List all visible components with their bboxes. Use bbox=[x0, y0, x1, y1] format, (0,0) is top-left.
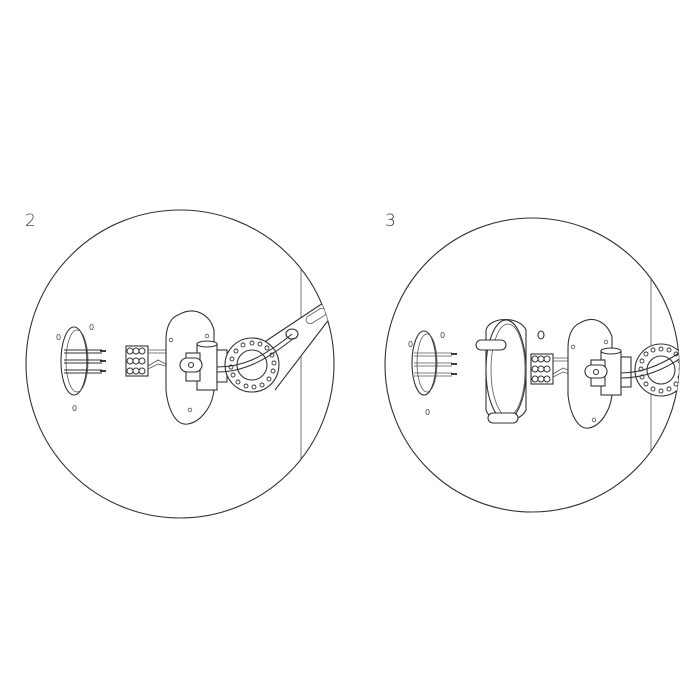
ring-flange bbox=[216, 303, 333, 393]
step-3-illustration: 0 0 0 bbox=[384, 217, 680, 513]
svg-text:0: 0 bbox=[425, 408, 430, 417]
wires bbox=[414, 352, 457, 377]
terminal-block bbox=[530, 353, 571, 385]
svg-text:0: 0 bbox=[72, 404, 77, 413]
svg-text:0: 0 bbox=[408, 340, 413, 349]
cable-clamp bbox=[179, 340, 228, 391]
step-2-detail-circle bbox=[25, 209, 335, 519]
step-number-3: 3 bbox=[385, 211, 396, 231]
svg-text:0: 0 bbox=[440, 331, 445, 340]
svg-text:0: 0 bbox=[89, 323, 94, 332]
junction-box bbox=[475, 318, 545, 424]
svg-text:0: 0 bbox=[56, 333, 61, 342]
wall-hole: 0 0 0 bbox=[408, 330, 445, 417]
step-2-illustration: 0 0 0 bbox=[25, 209, 335, 519]
cable-clamp bbox=[584, 347, 632, 396]
ring-flange bbox=[620, 343, 679, 397]
wall-hole: 0 0 0 bbox=[56, 323, 94, 413]
step-number-2: 2 bbox=[25, 211, 36, 231]
terminal-block bbox=[125, 345, 167, 377]
wires bbox=[64, 349, 106, 374]
